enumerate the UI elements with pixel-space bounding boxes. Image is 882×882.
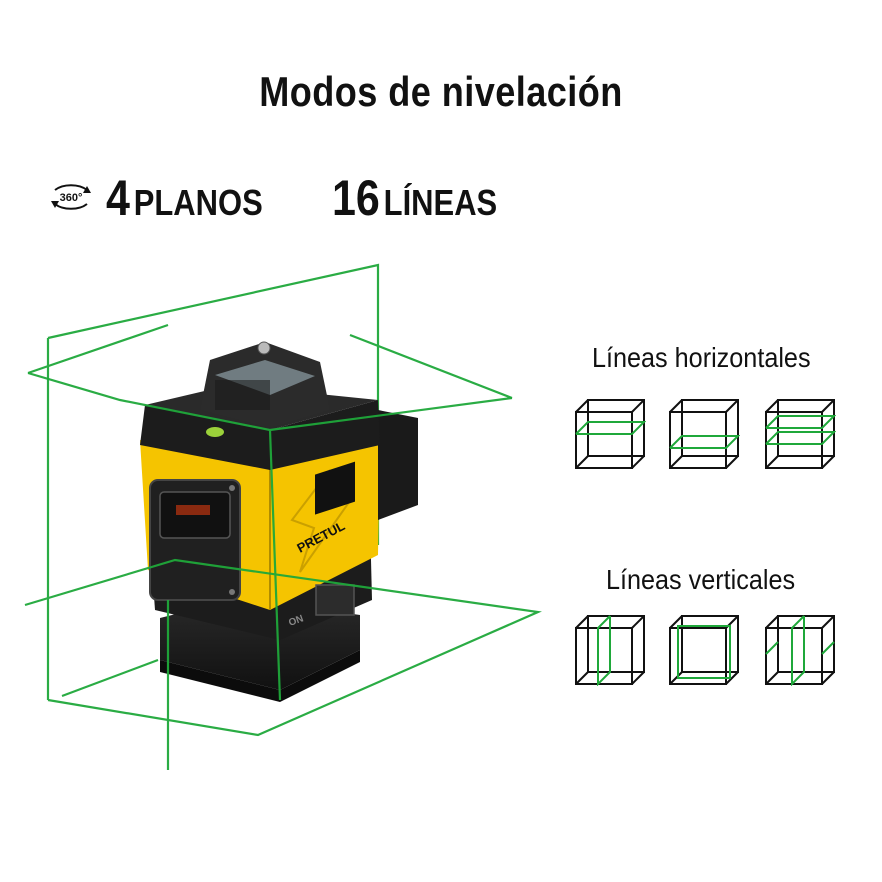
upper-housing — [140, 400, 380, 470]
top-screw — [257, 341, 271, 355]
lines-value: 16 — [332, 170, 380, 226]
bubble-vial — [206, 427, 224, 437]
planes-spec: 4 PLANOS — [106, 168, 263, 241]
planes-label: PLANOS — [133, 182, 263, 223]
vertical-cube-1 — [575, 615, 645, 686]
rotation-label: 360° — [60, 192, 83, 204]
horizontal-cube-2 — [669, 399, 740, 469]
lines-spec: 16 LÍNEAS — [332, 168, 497, 241]
laser-level-illustration: PRETUL ON — [24, 263, 542, 770]
planes-value: 4 — [106, 170, 130, 226]
battery-pack — [378, 410, 418, 520]
rotation-360-icon: 360° — [51, 184, 91, 210]
vertical-cube-3 — [765, 615, 835, 686]
power-switch — [315, 584, 355, 616]
vertical-lines-label: Líneas verticales — [606, 564, 796, 595]
vertical-cube-2 — [669, 615, 739, 685]
on-mark: ON — [287, 613, 305, 628]
horizontal-cube-1 — [575, 399, 646, 469]
laser-planes-front — [24, 371, 542, 770]
horizontal-cube-3 — [765, 399, 836, 469]
horizontal-lines-label: Líneas horizontales — [592, 342, 811, 373]
lines-label: LÍNEAS — [383, 182, 498, 223]
page-title: Modos de nivelación — [259, 68, 623, 115]
